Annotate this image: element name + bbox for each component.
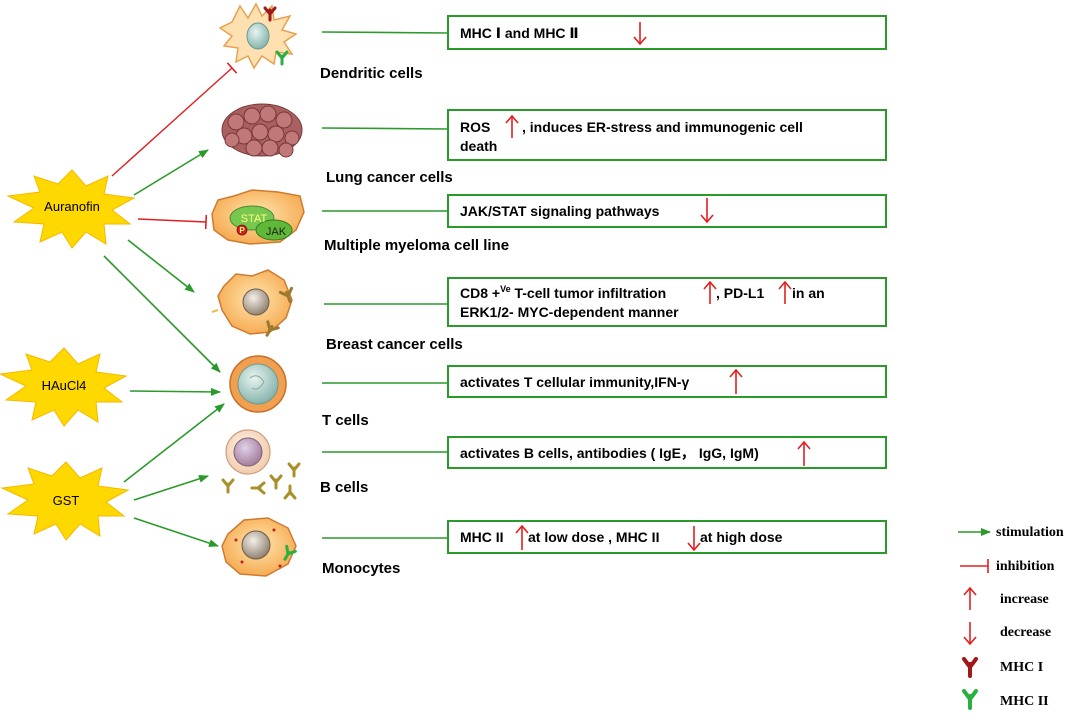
effect-lung-text2: death	[460, 138, 497, 154]
effect-dendritic-text: MHC Ⅰ and MHC Ⅱ	[460, 25, 579, 41]
effect-breast-pdl1: , PD-L1	[716, 285, 764, 301]
legend-inhibition-label: inhibition	[996, 559, 1055, 574]
legend-inhibition: inhibition	[960, 559, 1055, 574]
drug-arrows	[103, 62, 238, 547]
gst-tcell-stimulation	[123, 403, 225, 483]
gst-monocyte-stimulation	[133, 517, 219, 547]
effect-monocytes-high: at high dose	[700, 529, 783, 545]
effect-box-dendritic: MHC Ⅰ and MHC Ⅱ	[447, 15, 887, 50]
effect-breast-manner: in an	[792, 285, 825, 301]
auranofin-star: Auranofin	[6, 169, 136, 249]
haucl4-star: HAuCl4	[0, 347, 128, 427]
legend-mhc2: MHC II	[962, 689, 1049, 710]
gst-bcell-stimulation	[133, 474, 209, 501]
t-cell-illustration	[229, 355, 287, 413]
cell-label-bcells: B cells	[320, 479, 368, 496]
auranofin-lung-stimulation	[133, 149, 209, 196]
auranofin-breast-stimulation	[127, 239, 195, 293]
effect-bcells-text: activates B cells, antibodies ( IgE， IgG…	[460, 445, 759, 461]
effect-myeloma-text: JAK/STAT signaling pathways	[460, 203, 660, 219]
legend-mhc1: MHC I	[962, 657, 1043, 678]
jak-label: JAK	[266, 226, 287, 238]
legend-decrease-label: decrease	[1000, 625, 1051, 640]
effect-box-tcells: activates T cellular immunity,IFN-γ	[447, 365, 887, 398]
effect-box-bcells: activates B cells, antibodies ( IgE， IgG…	[447, 436, 887, 469]
cell-label-tcells: T cells	[322, 412, 369, 429]
haucl4-label: HAuCl4	[42, 378, 87, 393]
mhc1-icon	[962, 657, 978, 678]
effect-connectors	[321, 31, 449, 539]
effect-box-breast: CD8 +Ve T-cell tumor infiltration , PD-L…	[447, 277, 887, 327]
gst-star: GST	[0, 461, 130, 541]
svg-text:CD8 +Ve T-cell tumor infiltrat: CD8 +Ve T-cell tumor infiltration	[460, 284, 666, 301]
legend-decrease: decrease	[963, 622, 1051, 646]
lung-cancer-cells-illustration	[221, 103, 303, 158]
effect-breast-sup: Ve	[500, 284, 511, 294]
effect-box-myeloma: JAK/STAT signaling pathways	[447, 194, 887, 228]
effect-monocytes-low: at low dose , MHC II	[528, 529, 659, 545]
auranofin-label: Auranofin	[44, 199, 100, 214]
cell-label-breast: Breast cancer cells	[326, 336, 463, 353]
effect-tcells-text: activates T cellular immunity,IFN-γ	[460, 374, 689, 390]
auranofin-dendritic-inhibition	[111, 62, 238, 177]
legend-mhc2-label: MHC II	[1000, 694, 1049, 709]
effect-breast-text2: ERK1/2- MYC-dependent manner	[460, 304, 679, 320]
mhc2-icon	[962, 689, 978, 710]
auranofin-myeloma-inhibition	[137, 214, 208, 230]
effect-breast-infiltration: T-cell tumor infiltration	[511, 285, 667, 301]
b-cell-illustration	[221, 429, 301, 500]
breast-cancer-cell-illustration	[211, 269, 294, 337]
legend-stimulation-label: stimulation	[996, 525, 1064, 540]
legend-increase-label: increase	[1000, 592, 1049, 607]
cell-label-myeloma: Multiple myeloma cell line	[324, 237, 509, 254]
cell-label-monocytes: Monocytes	[322, 560, 400, 577]
cell-label-dendritic: Dendritic cells	[320, 65, 423, 82]
effect-monocytes-mhc: MHC II	[460, 529, 504, 545]
stat-label: STAT	[241, 213, 268, 225]
cell-label-lung: Lung cancer cells	[326, 169, 453, 186]
effect-box-monocytes: MHC II at low dose , MHC II at high dose	[447, 520, 887, 554]
gst-label: GST	[53, 493, 80, 508]
legend-increase: increase	[963, 586, 1049, 610]
effect-breast-cd8: CD8 +	[460, 285, 500, 301]
legend-stimulation: stimulation	[958, 525, 1064, 540]
monocyte-illustration	[221, 517, 297, 577]
legend: stimulation inhibition increase decrease…	[958, 525, 1064, 710]
effect-lung-ros: ROS	[460, 119, 490, 135]
effect-box-lung: ROS , induces ER-stress and immunogenic …	[447, 109, 887, 161]
effect-lung-text: , induces ER-stress and immunogenic cell	[522, 119, 803, 135]
haucl4-tcell-stimulation	[129, 387, 221, 396]
auranofin-tcell-stimulation	[103, 255, 221, 373]
dendritic-cell-illustration	[218, 2, 298, 70]
p-label: P	[239, 226, 245, 235]
myeloma-cell-illustration: STAT JAK P	[211, 189, 305, 245]
legend-mhc1-label: MHC I	[1000, 660, 1043, 675]
